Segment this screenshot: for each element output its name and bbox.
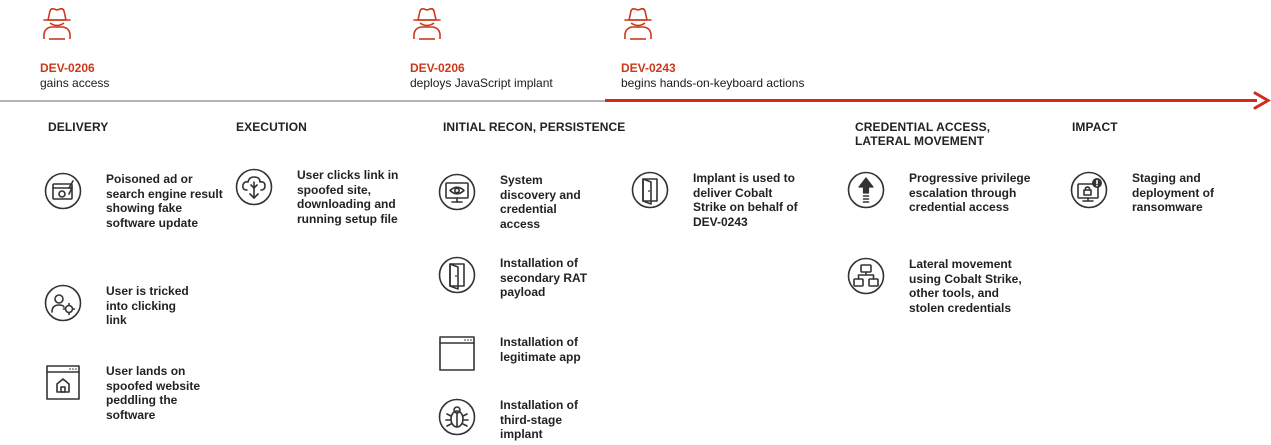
network-nodes-icon — [847, 257, 885, 295]
phase-initial-recon-persistence: INITIAL RECON, PERSISTENCE — [443, 120, 626, 134]
step-text: System discovery and credential access — [500, 173, 581, 231]
step-text: User is tricked into clicking link — [106, 284, 189, 327]
phase-impact: IMPACT — [1072, 120, 1118, 134]
step-text: User lands on spoofed website peddling t… — [106, 364, 201, 422]
cloud-download-icon — [235, 168, 273, 206]
phase-execution: EXECUTION — [236, 120, 307, 134]
monitor-eye-icon — [438, 173, 476, 211]
timeline-arrowhead-icon — [1253, 91, 1271, 110]
step-text: User clicks link in spoofed site, downlo… — [297, 168, 399, 226]
actor-action: deploys JavaScript implant — [410, 76, 553, 90]
actor-action: begins hands-on-keyboard actions — [621, 76, 805, 90]
phase-delivery: DELIVERY — [48, 120, 109, 134]
step-text: Progressive privilege escalation through… — [909, 171, 1031, 214]
phase-credential-access-lateral-movement: CREDENTIAL ACCESS,LATERAL MOVEMENT — [855, 120, 991, 148]
hacker-icon — [43, 7, 71, 40]
step-text: Installation of secondary RAT payload — [500, 256, 588, 299]
browser-lightning-icon — [44, 172, 82, 210]
user-gear-icon — [44, 284, 82, 322]
step-text: Installation of legitimate app — [500, 335, 581, 364]
browser-window-icon — [439, 336, 475, 371]
door-icon — [631, 171, 669, 209]
actor-name: DEV-0243 — [621, 61, 676, 75]
bug-icon — [438, 398, 476, 436]
step-text: Installation of third-stage implant — [500, 398, 578, 441]
step-text: Implant is used to deliver Cobalt Strike… — [693, 171, 798, 229]
actor-name: DEV-0206 — [410, 61, 465, 75]
arrow-up-icon — [847, 171, 885, 209]
hacker-icon — [624, 7, 652, 40]
step-text: Staging and deployment of ransomware — [1132, 171, 1215, 214]
timeline-red-segment — [605, 99, 1257, 102]
step-text: Poisoned ad or search engine result show… — [106, 172, 223, 230]
actor-action: gains access — [40, 76, 110, 90]
browser-home-icon — [46, 365, 80, 400]
timeline-gray-segment — [0, 100, 605, 102]
door-icon — [438, 256, 476, 294]
hacker-icon — [413, 7, 441, 40]
actor-name: DEV-0206 — [40, 61, 95, 75]
step-text: Lateral movement using Cobalt Strike, ot… — [909, 257, 1022, 315]
ransomware-lock-icon — [1070, 171, 1108, 209]
